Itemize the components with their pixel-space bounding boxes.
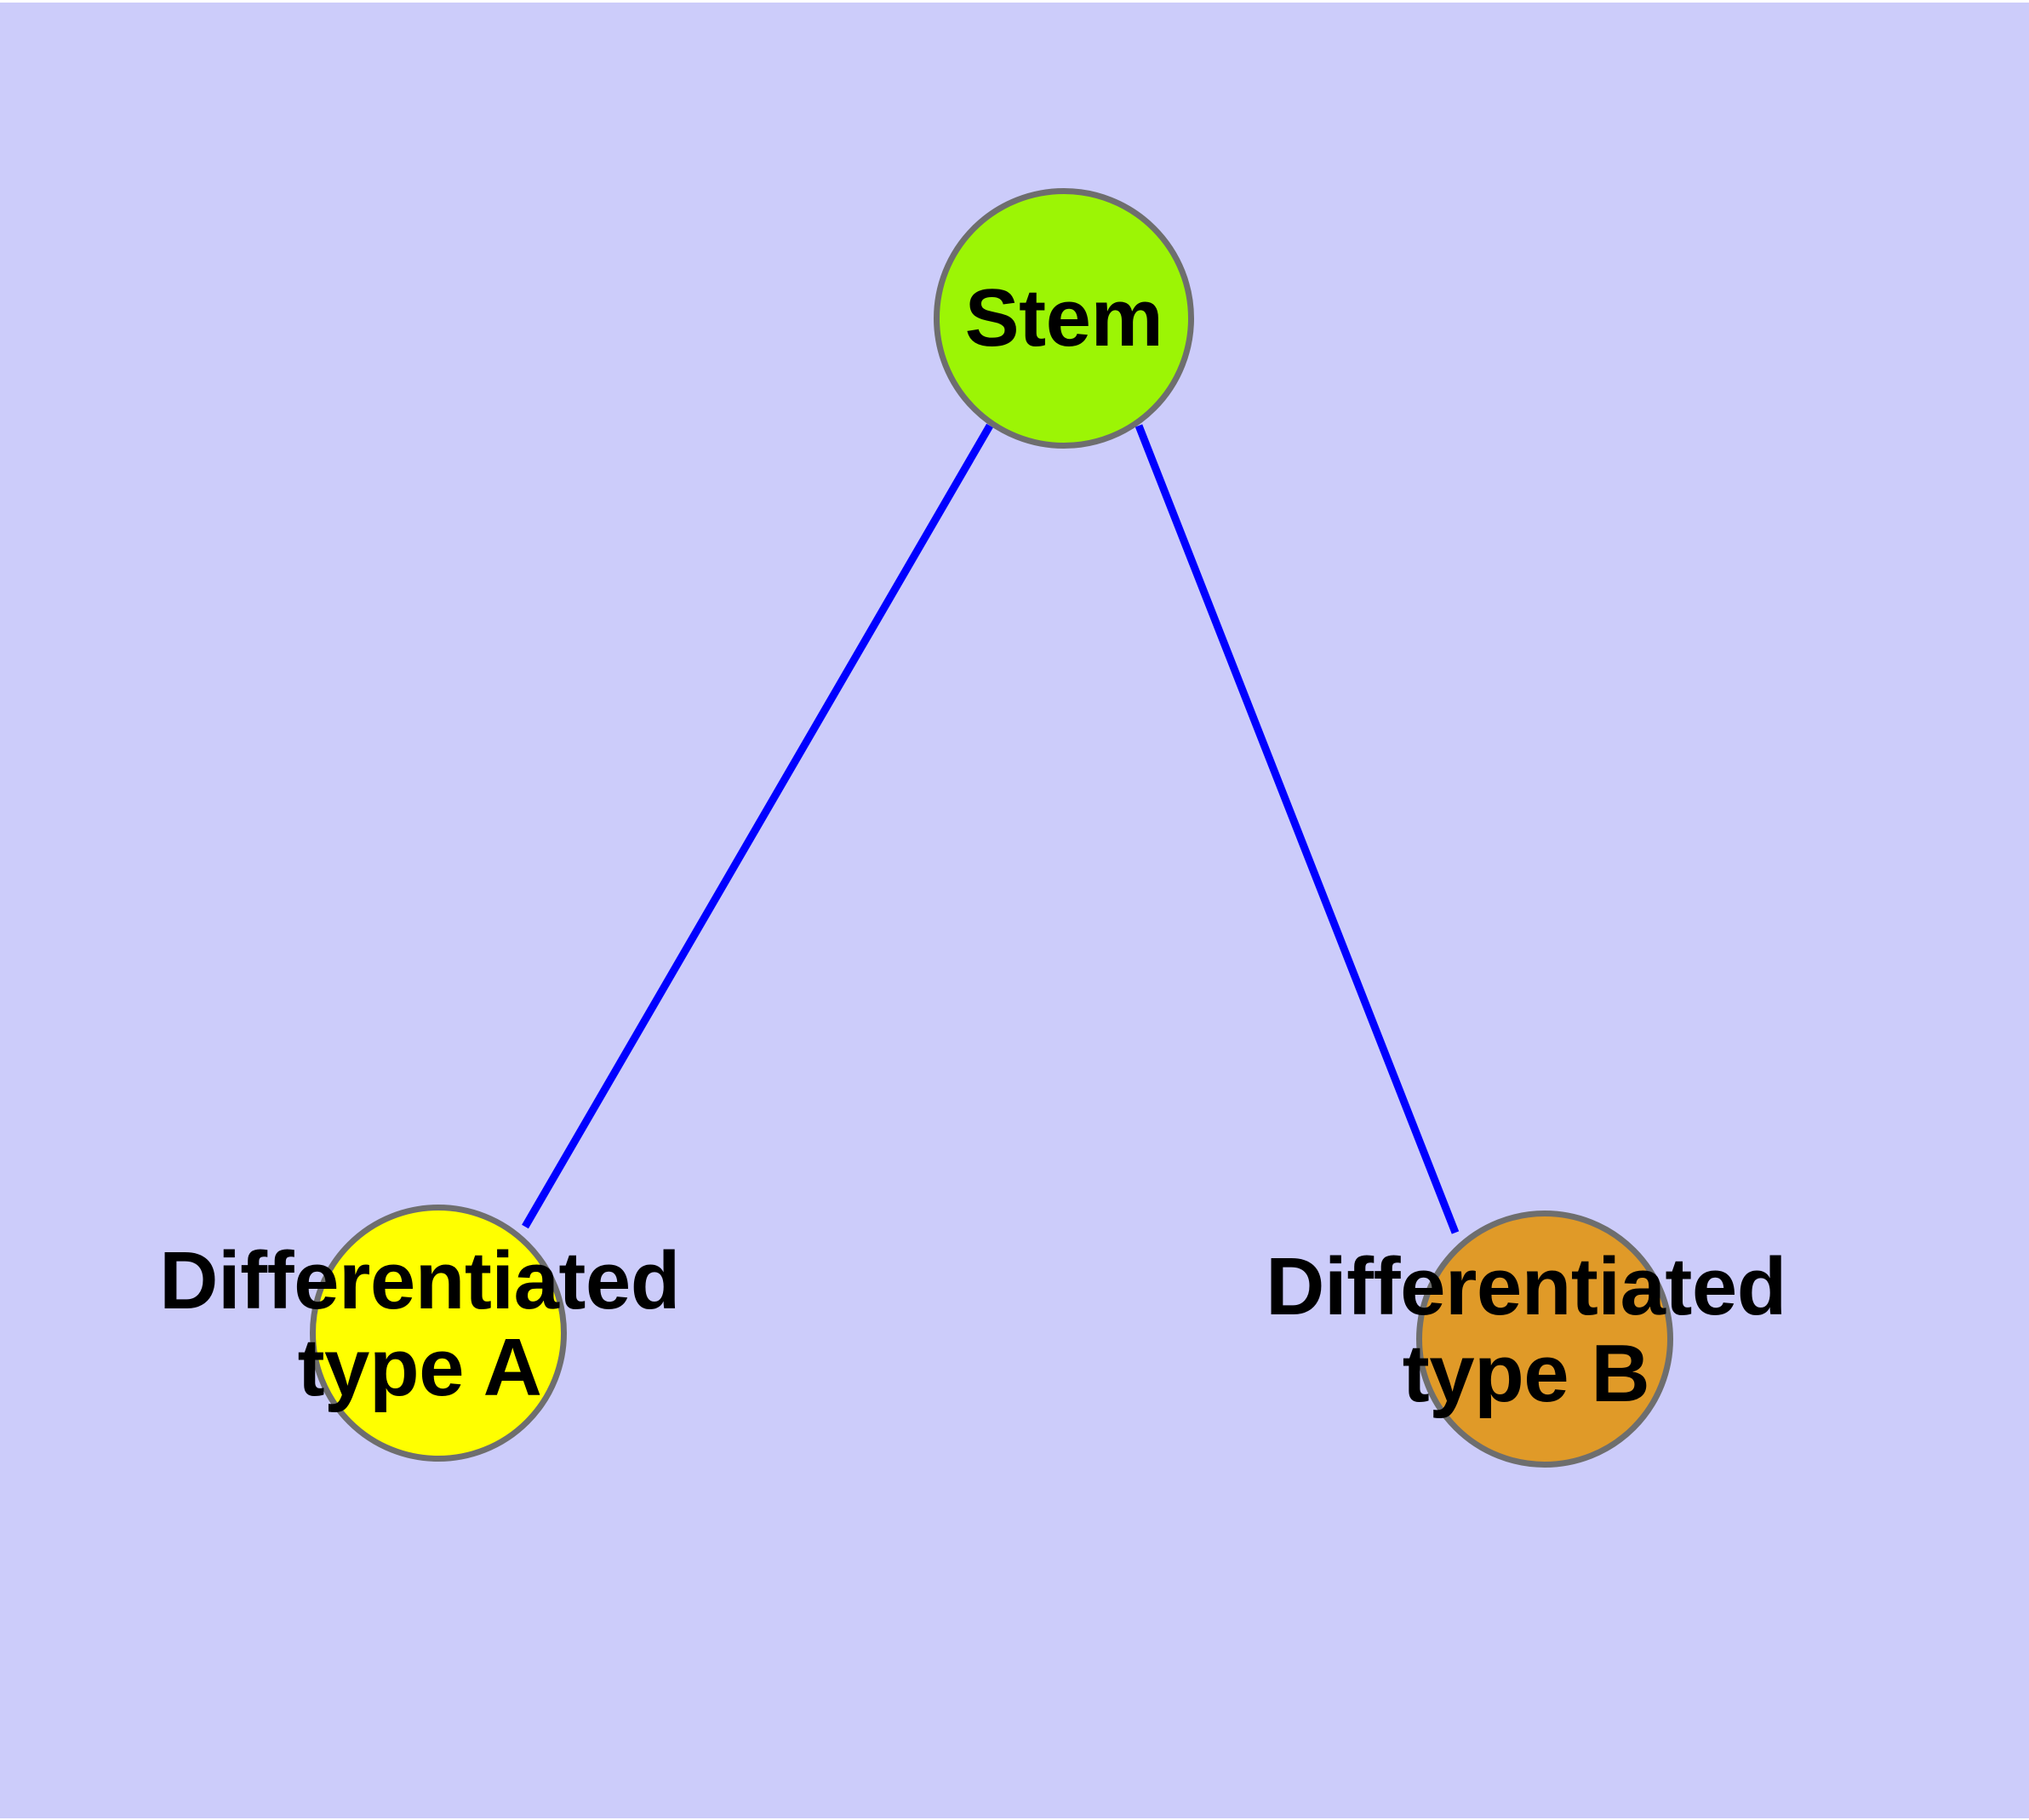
diagram-plot-area: Stem Differentiated type A Differentiate… [0,3,2029,1818]
node-stem[interactable] [934,188,1194,449]
edge-stem-to-differentiated-type-b [1135,424,1460,1234]
edge-stem-to-differentiated-type-a [522,423,993,1229]
edge-layer [522,423,1460,1234]
node-differentiated-type-b[interactable] [1416,1210,1673,1468]
node-differentiated-type-a[interactable] [310,1205,567,1462]
